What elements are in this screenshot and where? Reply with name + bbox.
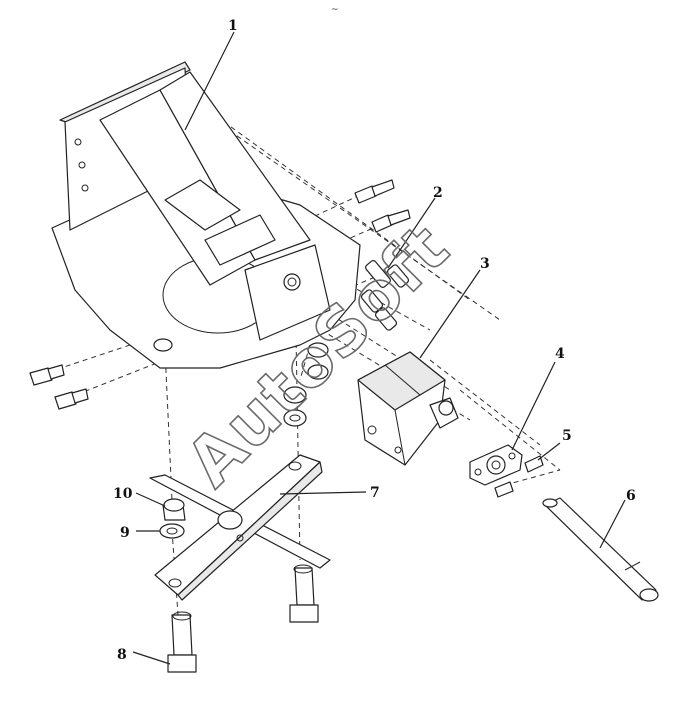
lower-left-bolts (29, 364, 89, 410)
top-mark: ~ (331, 5, 339, 15)
callout-5: 5 (562, 428, 572, 444)
callout-8: 8 (117, 647, 127, 663)
part-6-rod (542, 497, 659, 602)
callout-6: 6 (626, 488, 636, 504)
part-7-cross-bracket (149, 454, 331, 601)
part-4-flange (469, 444, 523, 486)
callout-labels: 1 2 3 4 5 6 7 8 9 10 (113, 18, 636, 663)
callout-3: 3 (480, 256, 490, 272)
part-2-studs (360, 260, 410, 331)
callout-10: 10 (113, 486, 133, 502)
callout-2: 2 (433, 185, 443, 201)
part-3-block (357, 351, 459, 466)
callout-7: 7 (370, 485, 380, 501)
part-9-washer (159, 523, 185, 539)
callout-1: 1 (228, 18, 238, 34)
callout-4: 4 (555, 346, 565, 362)
upper-bolts (354, 179, 411, 233)
leader-lines (132, 31, 626, 665)
callout-9: 9 (120, 525, 130, 541)
part-1-bracket (51, 61, 361, 369)
part-8-bolts (167, 564, 319, 673)
part-10-nut (162, 498, 186, 521)
base-hole (153, 338, 173, 352)
bracket-nuts (283, 342, 329, 427)
